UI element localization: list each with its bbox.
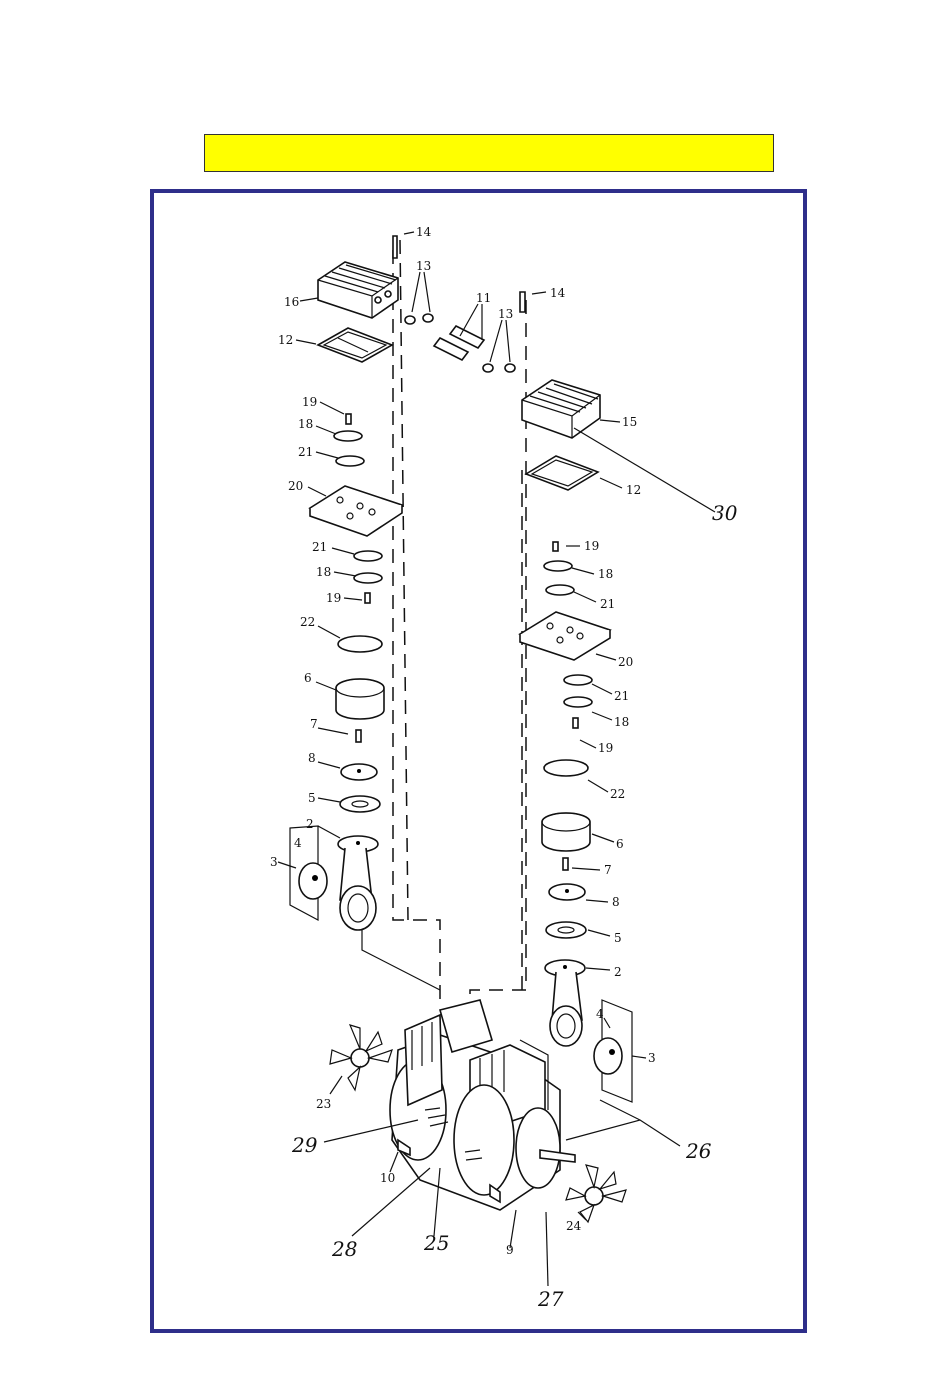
label-19c: 19 — [326, 591, 341, 605]
valve-stack-left — [290, 414, 440, 990]
label-2a: 2 — [306, 817, 314, 831]
label-5b: 5 — [614, 931, 622, 945]
label-30: 30 — [712, 501, 738, 525]
label-24: 24 — [566, 1219, 582, 1233]
label-3b: 3 — [648, 1051, 656, 1065]
label-25: 25 — [423, 1231, 449, 1255]
label-6b: 6 — [616, 837, 624, 851]
label-18d: 18 — [614, 715, 629, 729]
gasket-right — [526, 456, 598, 490]
label-5a: 5 — [308, 791, 316, 805]
label-12a: 12 — [278, 333, 293, 347]
label-11: 11 — [476, 291, 491, 305]
label-15: 15 — [622, 415, 637, 429]
label-18a: 18 — [298, 417, 313, 431]
label-18b: 18 — [316, 565, 331, 579]
label-21d: 21 — [614, 689, 629, 703]
label-26: 26 — [685, 1139, 712, 1163]
label-4b: 4 — [596, 1007, 604, 1021]
label-14a: 14 — [416, 225, 432, 239]
label-14b: 14 — [550, 286, 566, 300]
label-21a: 21 — [298, 445, 313, 459]
label-28: 28 — [331, 1237, 357, 1261]
label-18c: 18 — [598, 567, 613, 581]
label-7a: 7 — [310, 717, 318, 731]
cylinder-head-left — [318, 262, 398, 318]
alignment-lines — [393, 240, 526, 1060]
gasket-left — [318, 328, 392, 362]
label-19b: 19 — [584, 539, 599, 553]
label-12b: 12 — [626, 483, 641, 497]
label-16: 16 — [284, 295, 299, 309]
cylinder-head-right — [522, 380, 600, 438]
transfer-tubes — [405, 314, 515, 372]
label-4a: 4 — [294, 836, 302, 850]
label-10: 10 — [380, 1171, 395, 1185]
label-7b: 7 — [604, 863, 612, 877]
label-21b: 21 — [312, 540, 327, 554]
valve-stack-right — [520, 542, 632, 1102]
label-22b: 22 — [610, 787, 625, 801]
label-20b: 20 — [618, 655, 633, 669]
label-19d: 19 — [598, 741, 613, 755]
label-3a: 3 — [270, 855, 278, 869]
label-13a: 13 — [416, 259, 431, 273]
label-13b: 13 — [498, 307, 513, 321]
label-19a: 19 — [302, 395, 317, 409]
label-8b: 8 — [612, 895, 620, 909]
label-21c: 21 — [600, 597, 615, 611]
bolts — [393, 236, 525, 312]
label-8a: 8 — [308, 751, 316, 765]
label-6a: 6 — [304, 671, 312, 685]
label-23: 23 — [316, 1097, 331, 1111]
label-20a: 20 — [288, 479, 303, 493]
label-9: 9 — [506, 1243, 514, 1257]
label-29: 29 — [291, 1133, 318, 1157]
label-2b: 2 — [614, 965, 622, 979]
label-27: 27 — [537, 1287, 564, 1311]
fan-right — [566, 1165, 626, 1222]
label-22a: 22 — [300, 615, 315, 629]
